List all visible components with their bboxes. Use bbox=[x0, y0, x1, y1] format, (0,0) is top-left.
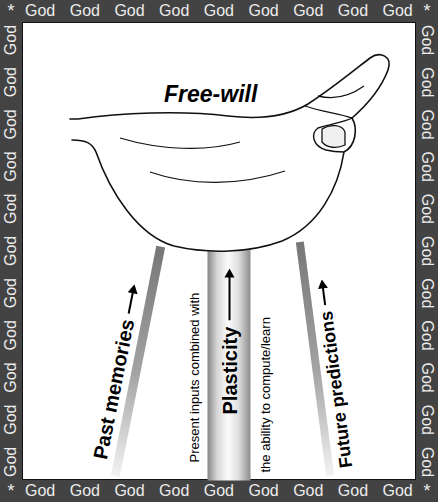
arrow-symbol bbox=[122, 282, 140, 314]
corner-star: * bbox=[7, 480, 14, 502]
arrow-symbol bbox=[316, 279, 331, 306]
pillar-label: Present inputs combined with bbox=[187, 292, 200, 462]
pillar-label-row: the ability to compute/learn bbox=[256, 248, 272, 480]
border-strip: God God God God God God God God God God … bbox=[416, 25, 438, 477]
border-word: God God God God God God God God God bbox=[25, 480, 413, 502]
pillar-label: Plasticity bbox=[219, 326, 239, 414]
arrow-shaft bbox=[323, 286, 325, 305]
arrow-head bbox=[317, 279, 328, 289]
arrow-symbol bbox=[223, 268, 235, 320]
border-strip: * bbox=[0, 480, 22, 502]
pillar-gap bbox=[250, 248, 256, 480]
pillar-node: Present inputs combined with Plasticity th… bbox=[185, 248, 272, 480]
border-word: God God God God God God God God God God … bbox=[0, 25, 22, 477]
arrow-shaft bbox=[128, 290, 132, 313]
pillar-node: Past memories bbox=[85, 240, 165, 476]
border-strip: * bbox=[0, 0, 22, 22]
arrow-head bbox=[127, 283, 139, 294]
arrow-head bbox=[224, 268, 234, 277]
border-strip: God God God God God God God God God bbox=[25, 480, 413, 502]
corner-star: * bbox=[423, 480, 430, 502]
border-strip: * bbox=[416, 0, 438, 22]
border-word: God God God God God God God God God God … bbox=[416, 25, 438, 477]
hand-title: Free-will bbox=[164, 82, 257, 107]
corner-star: * bbox=[7, 0, 14, 22]
border-strip: God God God God God God God God God bbox=[25, 0, 413, 22]
pillar-node: Future predictions bbox=[296, 238, 358, 476]
border-strip: God God God God God God God God God God … bbox=[0, 25, 22, 477]
arrow-shaft bbox=[228, 275, 230, 320]
pillar-label: the ability to compute/learn bbox=[258, 317, 271, 472]
border-strip: * bbox=[416, 480, 438, 502]
border-word: God God God God God God God God God bbox=[25, 0, 413, 22]
corner-star: * bbox=[423, 0, 430, 22]
pillar-label-row: Present inputs combined with bbox=[185, 248, 201, 480]
pillar-bar: Plasticity bbox=[207, 248, 250, 480]
hand-node: Free-will bbox=[60, 40, 400, 255]
pillar-gap bbox=[201, 248, 207, 480]
